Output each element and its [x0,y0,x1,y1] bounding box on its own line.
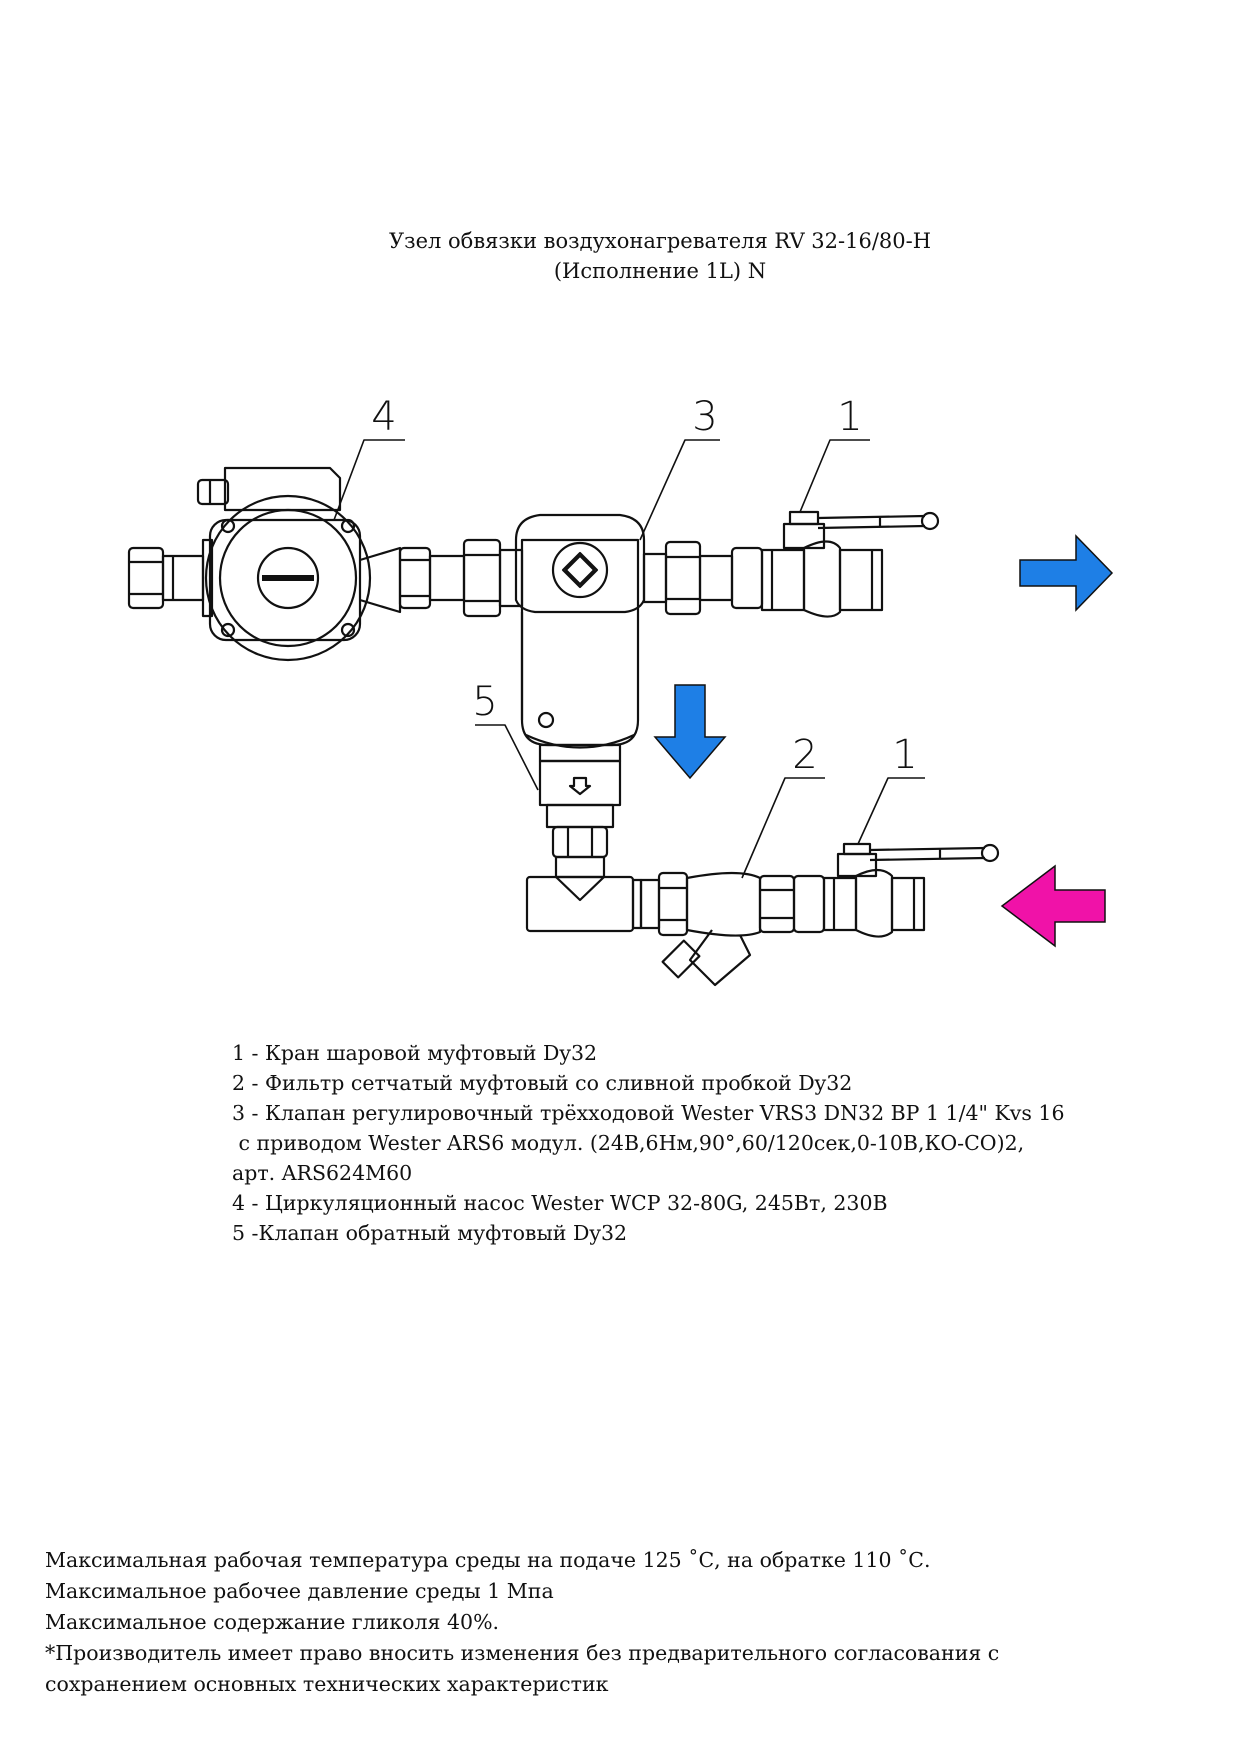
technical-notes: Максимальная рабочая температура среды н… [45,1545,999,1700]
legend-item: 4 - Циркуляционный насос Wester WCP 32-8… [232,1191,888,1215]
circulation-pump [196,466,402,662]
callout-1-top: 1 [837,394,862,440]
legend-item: 5 -Клапан обратный муфтовый Dy32 [232,1221,628,1245]
valve-outlet-nut [642,540,764,616]
callout-1-bottom: 1 [892,732,917,778]
diagram-title: Узел обвязки воздухонагревателя RV 32-16… [0,226,1240,286]
pump-inlet-nut [127,546,205,610]
callout-4: 4 [371,394,396,440]
callout-3: 3 [692,394,717,440]
ball-valve-bottom [792,842,1000,938]
parts-legend: 1 - Кран шаровой муфтовый Dy32 2 - Фильтр… [232,1038,1065,1248]
check-valve [538,743,622,859]
legend-item: 2 - Фильтр сетчатый муфтовый со сливной … [232,1071,853,1095]
three-way-valve-actuator [514,513,646,749]
legend-item: арт. ARS624M60 [232,1161,413,1185]
leader-lines [333,439,925,879]
pump-outlet-nut [398,538,524,618]
note-line: Максимальное содержание гликоля 40%. [45,1610,500,1634]
inlet-flow-arrow [1000,864,1106,948]
ball-valve-top [760,510,940,618]
callout-5: 5 [472,679,497,725]
callout-2: 2 [792,732,817,778]
legend-item: с приводом Wester ARS6 модул. (24В,6Нм,9… [232,1131,1025,1155]
note-line: *Производитель имеет право вносить измен… [45,1641,1000,1665]
title-line-1: Узел обвязки воздухонагревателя RV 32-16… [388,229,932,253]
tee-fitting [525,855,643,933]
note-line: сохранением основных технических характе… [45,1672,609,1696]
legend-item: 1 - Кран шаровой муфтовый Dy32 [232,1041,598,1065]
title-line-2: (Исполнение 1L) N [553,259,767,283]
note-line: Максимальное рабочее давление среды 1 Мп… [45,1579,554,1603]
note-line: Максимальная рабочая температура среды н… [45,1548,931,1572]
valve-flow-arrow [653,684,727,780]
legend-item: 3 - Клапан регулировочный трёхходовой We… [232,1101,1065,1125]
strainer-filter [639,871,796,987]
outlet-flow-arrow [1019,534,1114,612]
